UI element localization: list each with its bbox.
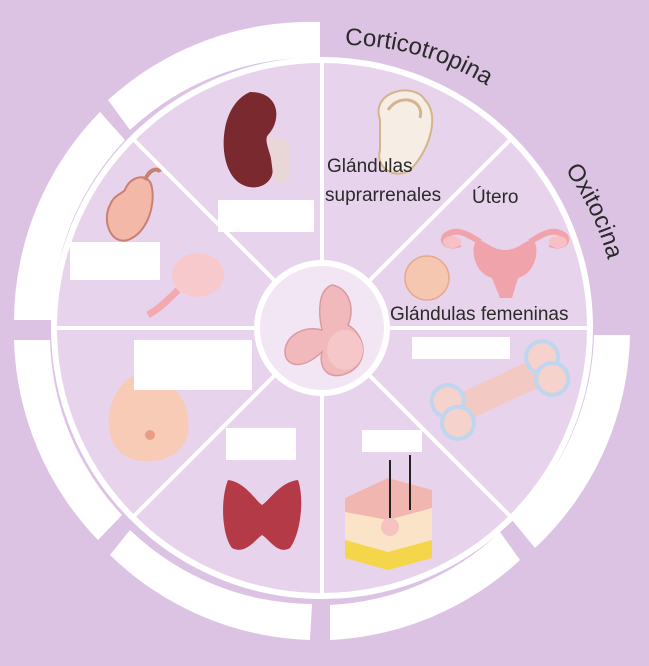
label-adrenal-line2: suprarrenales [325,184,441,208]
blank-label-box [134,340,252,390]
blank-label-box [218,200,314,232]
label-adrenal-line1: Glándulas [327,155,413,179]
blank-label-box [70,242,160,280]
ovary-icon [405,256,449,300]
label-female-glands: Glándulas femeninas [390,303,569,327]
blank-label-box [226,428,296,460]
blank-label-box [362,430,422,452]
label-uterus: Útero [472,186,518,210]
blank-label-box [412,337,510,359]
